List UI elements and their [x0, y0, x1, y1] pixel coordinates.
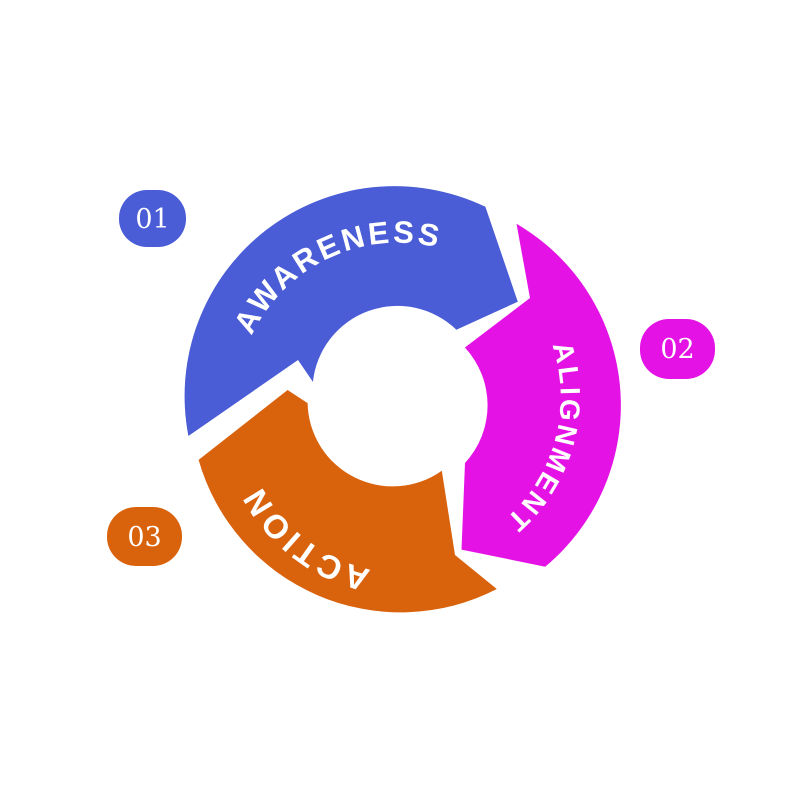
step-badge-02-bg — [640, 319, 715, 379]
step-badge-03: 03 — [107, 507, 182, 566]
step-badge-03-text: 03 — [127, 522, 161, 553]
step-badge-01: 01 — [119, 190, 186, 247]
action-arrow-shape — [198, 390, 497, 613]
step-badge-01-bg — [119, 190, 186, 247]
action-segment: ACTION — [198, 390, 497, 613]
step-badge-01-text: 01 — [135, 204, 169, 235]
awareness-arrow-shape — [184, 186, 518, 436]
step-badge-02-text: 02 — [660, 334, 694, 365]
alignment-arrow-shape — [461, 223, 621, 567]
step-badge-03-bg — [107, 507, 182, 566]
alignment-segment: ALIGNMENT — [461, 223, 621, 567]
awareness-segment: AWARENESS — [184, 186, 518, 436]
step-badge-02: 02 — [640, 319, 715, 379]
